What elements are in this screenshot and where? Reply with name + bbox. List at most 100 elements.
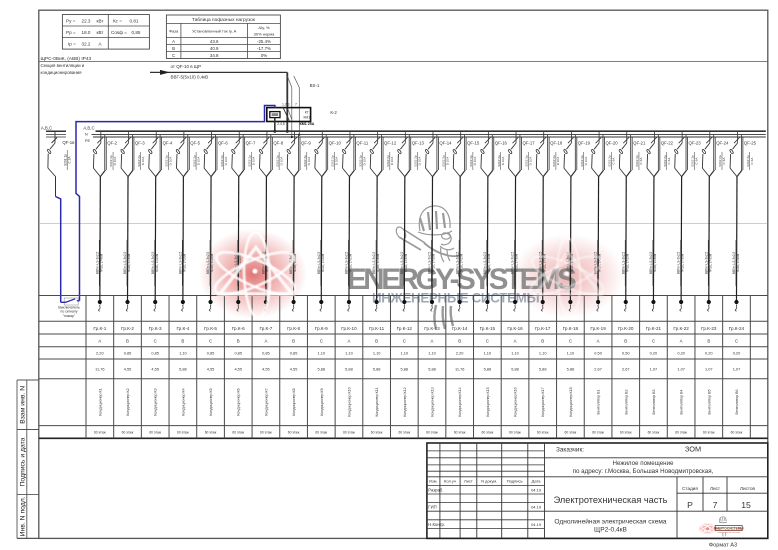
svg-text:5,88: 5,88 [511, 367, 519, 372]
svg-text:n=20, L=30м: n=20, L=30м [653, 254, 657, 272]
svg-text:S202 2р: S202 2р [303, 155, 307, 167]
svg-text:С 6А: С 6А [611, 157, 615, 165]
svg-text:n=20, L=20м: n=20, L=20м [210, 254, 214, 272]
svg-text:n=20, L=20м: n=20, L=20м [321, 254, 325, 272]
svg-text:C: C [209, 339, 212, 344]
svg-text:Гр.К-6: Гр.К-6 [232, 326, 245, 331]
svg-text:Кондиционер К13: Кондиционер К13 [431, 387, 435, 416]
svg-text:n=20, L=35м: n=20, L=35м [404, 254, 408, 272]
svg-text:Вентилятор В3: Вентилятор В3 [652, 389, 656, 414]
svg-text:Заказчик:: Заказчик: [556, 446, 584, 453]
svg-text:B: B [181, 339, 184, 344]
svg-text:B: B [541, 339, 544, 344]
svg-text:ВВГнг-LS-3х2,5: ВВГнг-LS-3х2,5 [372, 252, 376, 275]
svg-text:S202 2р: S202 2р [497, 155, 501, 167]
svg-text:кВт: кВт [96, 19, 104, 24]
svg-text:по сигналу: по сигналу [61, 310, 78, 314]
svg-text:4,55: 4,55 [290, 367, 298, 372]
svg-text:60 этаж: 60 этаж [731, 430, 743, 434]
svg-text:4,55: 4,55 [207, 367, 215, 372]
svg-text:S202 2р: S202 2р [137, 155, 141, 167]
svg-text:Гр.К-15: Гр.К-15 [480, 326, 496, 331]
svg-text:A,B,C: A,B,C [83, 125, 94, 130]
svg-text:Кондиционер К1: Кондиционер К1 [98, 388, 102, 415]
svg-text:QF-25: QF-25 [744, 140, 757, 145]
svg-text:D 10А: D 10А [445, 156, 449, 166]
svg-text:ГИП: ГИП [428, 505, 436, 510]
svg-text:QF-21: QF-21 [633, 140, 646, 145]
svg-text:S202 2р: S202 2р [469, 155, 473, 167]
svg-text:A: A [264, 339, 267, 344]
svg-text:D 10А: D 10А [252, 156, 256, 166]
svg-text:Гр.К-19: Гр.К-19 [590, 326, 606, 331]
svg-text:от QF-10 в ЩР: от QF-10 в ЩР [171, 64, 202, 69]
svg-text:n=20, L=25м: n=20, L=25м [625, 254, 629, 272]
svg-text:кондиционирования: кондиционирования [41, 70, 83, 75]
svg-text:ВВГнг-LS-3х2,5: ВВГнг-LS-3х2,5 [455, 252, 459, 275]
svg-text:2,67: 2,67 [622, 367, 630, 372]
svg-text:С 6А: С 6А [639, 157, 643, 165]
svg-text:60 этаж: 60 этаж [398, 430, 410, 434]
svg-text:"пожар": "пожар" [63, 314, 76, 318]
svg-text:A: A [597, 339, 600, 344]
svg-text:n=20, L=30м: n=20, L=30м [376, 254, 380, 272]
svg-text:Разраб.: Разраб. [428, 487, 443, 492]
svg-text:QF-5: QF-5 [190, 140, 200, 145]
svg-text:QF-8: QF-8 [273, 140, 283, 145]
svg-text:С 6А: С 6А [667, 157, 671, 165]
svg-text:QF-19: QF-19 [578, 140, 591, 145]
svg-text:2,4,6: 2,4,6 [277, 122, 285, 126]
svg-text:QF-11: QF-11 [356, 140, 368, 145]
svg-text:60 этаж: 60 этаж [343, 430, 355, 434]
svg-text:5,88: 5,88 [345, 367, 353, 372]
svg-text:ВВГнг-LS-3х2,5: ВВГнг-LS-3х2,5 [428, 252, 432, 275]
svg-text:60 этаж: 60 этаж [620, 430, 632, 434]
svg-text:04.19: 04.19 [531, 487, 542, 492]
svg-text:QF-14: QF-14 [439, 140, 452, 145]
svg-text:n=20, L=25м: n=20, L=25м [349, 254, 353, 272]
svg-text:1,07: 1,07 [677, 367, 685, 372]
svg-text:Лист: Лист [710, 486, 721, 491]
svg-text:40.9: 40.9 [210, 46, 219, 51]
svg-text:ВВГнг-LS-3х2,5: ВВГнг-LS-3х2,5 [594, 252, 598, 275]
svg-text:11,76: 11,76 [455, 367, 464, 372]
svg-text:n=20, L=20м: n=20, L=20м [432, 254, 436, 272]
svg-text:D 10А: D 10А [113, 156, 117, 166]
svg-text:A: A [514, 339, 517, 344]
svg-text:Гр.К-18: Гр.К-18 [563, 326, 579, 331]
svg-text:B: B [624, 339, 627, 344]
svg-text:QF-15: QF-15 [467, 140, 480, 145]
svg-text:60 этаж: 60 этаж [648, 430, 660, 434]
svg-text:кВт: кВт [96, 30, 104, 35]
svg-text:0,20: 0,20 [705, 351, 713, 356]
svg-text:60 этаж: 60 этаж [177, 430, 189, 434]
svg-text:S202 2р: S202 2р [220, 155, 224, 167]
svg-text:А: А [172, 39, 175, 44]
svg-text:Кондиционер К4: Кондиционер К4 [181, 388, 185, 415]
svg-text:1,10: 1,10 [539, 351, 547, 356]
svg-text:S202 2р: S202 2р [414, 155, 418, 167]
svg-text:D 10А: D 10А [224, 156, 228, 166]
svg-text:ВВГнг-LS-3х2,5: ВВГнг-LS-3х2,5 [649, 252, 653, 275]
svg-text:15: 15 [741, 500, 751, 510]
svg-text:0,85: 0,85 [290, 351, 298, 356]
svg-text:ВВГнг-LS-3х2,5: ВВГнг-LS-3х2,5 [206, 252, 210, 275]
svg-text:QF-2: QF-2 [107, 140, 117, 145]
svg-text:Н.Контр.: Н.Контр. [428, 522, 445, 527]
svg-text:QF-18: QF-18 [550, 140, 563, 145]
svg-text:C: C [154, 339, 157, 344]
svg-text:QF-17: QF-17 [522, 140, 535, 145]
svg-text:0,50: 0,50 [622, 351, 630, 356]
svg-text:n=20, L=25м: n=20, L=25м [238, 254, 242, 272]
svg-text:n=20, L=25м: n=20, L=25м [155, 254, 159, 272]
svg-text:ЩРС-0ВиК, (АВВ) IP43: ЩРС-0ВиК, (АВВ) IP43 [41, 56, 92, 62]
svg-text:0,85: 0,85 [207, 351, 215, 356]
svg-text:7: 7 [713, 500, 718, 510]
svg-text:n=20, L=40м: n=20, L=40м [99, 254, 103, 272]
svg-text:Гр.К-20: Гр.К-20 [618, 326, 634, 331]
svg-text:ВВГнг-LS-3х2,5: ВВГнг-LS-3х2,5 [95, 252, 99, 275]
svg-text:Взам инв. N: Взам инв. N [20, 386, 27, 424]
svg-text:1,07: 1,07 [705, 367, 713, 372]
svg-text:60 этаж: 60 этаж [565, 430, 577, 434]
svg-text:60 этаж: 60 этаж [426, 430, 438, 434]
